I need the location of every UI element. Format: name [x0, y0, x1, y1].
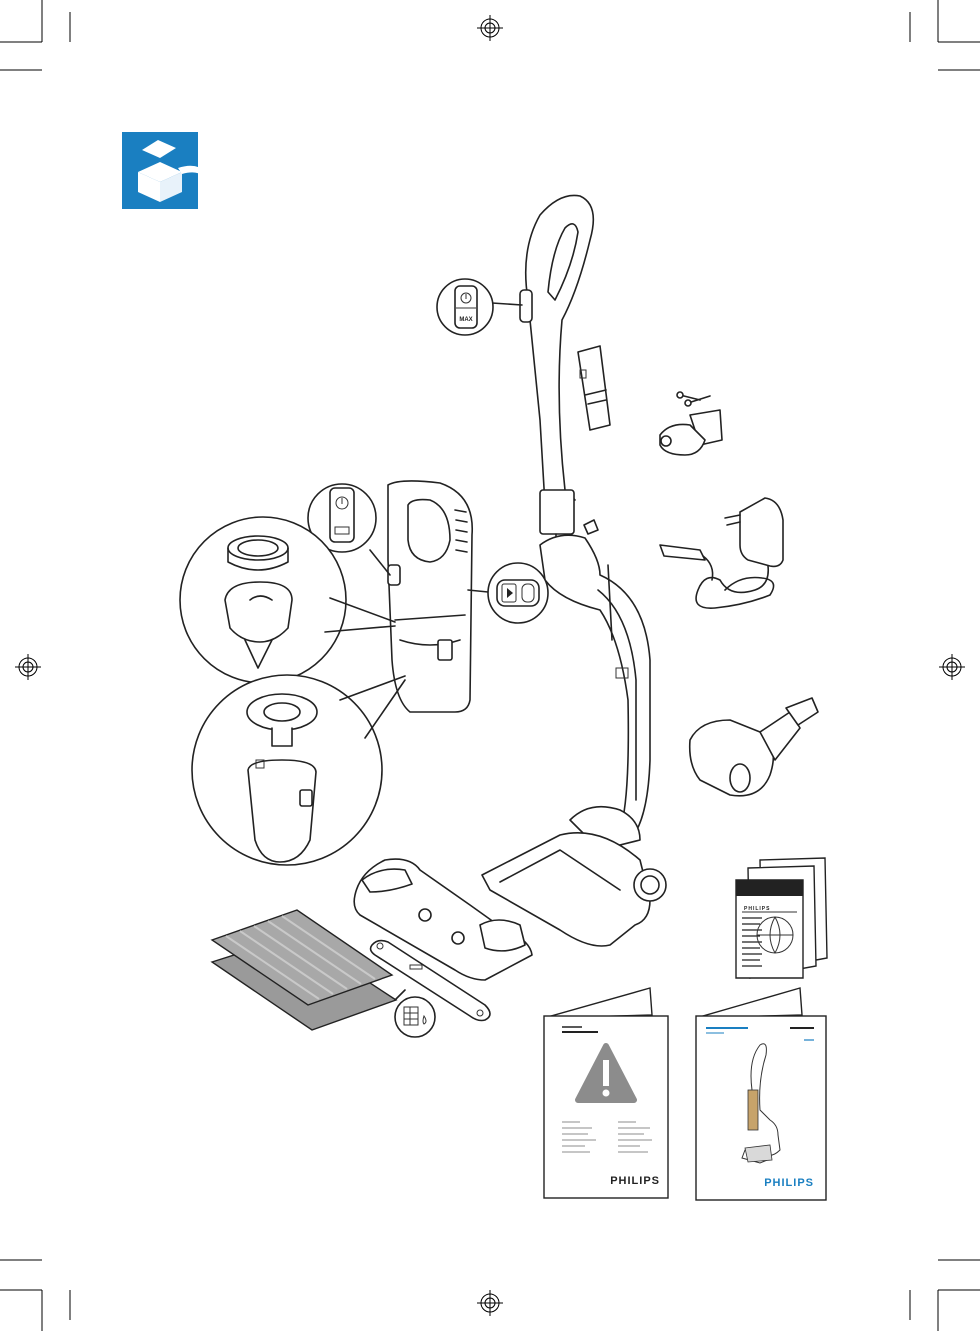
- wet-cloth-icon: [395, 990, 435, 1037]
- microfibre-cloths: [212, 910, 396, 1030]
- wall-bracket-with-screws: [660, 392, 722, 455]
- safety-brand: PHILIPS: [610, 1175, 660, 1187]
- small-brush-accessory: [578, 346, 610, 430]
- screw-part: [584, 520, 598, 534]
- charger-adapter: [660, 498, 783, 608]
- quick-start-brand: PHILIPS: [744, 906, 770, 912]
- quick-start-guide: PHILIPS: [736, 858, 827, 978]
- safety-booklet: PHILIPS: [544, 988, 668, 1198]
- max-label: MAX: [459, 317, 472, 323]
- power-max-button-callout: MAX: [437, 279, 522, 335]
- release-button-callout: [468, 563, 548, 623]
- mini-turbo-brush: [690, 698, 818, 796]
- user-manual-brand: PHILIPS: [764, 1177, 814, 1189]
- user-manual-booklet: PHILIPS: [696, 988, 826, 1200]
- unpack-box-icon: [122, 132, 212, 209]
- dust-container-callout: [192, 675, 405, 865]
